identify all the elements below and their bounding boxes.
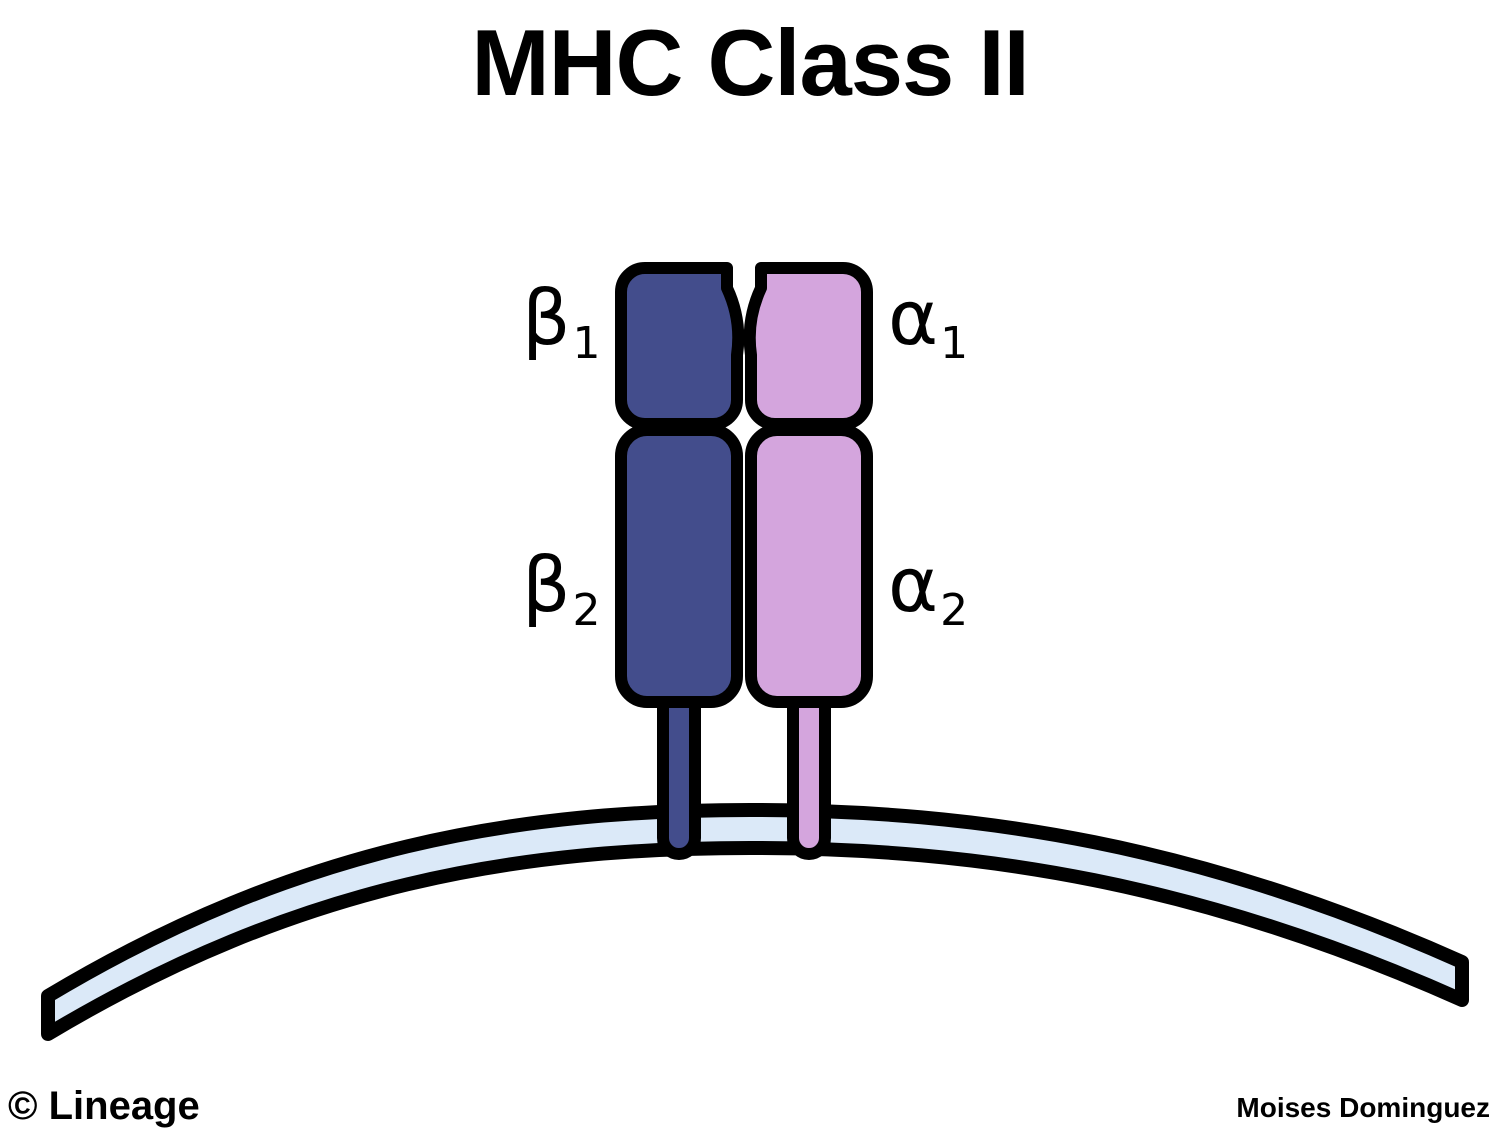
- illustrator-credit: Moises Dominguez: [1236, 1092, 1490, 1123]
- label-alpha1-subscript: 1: [940, 318, 969, 369]
- membrane-band: [41, 803, 1469, 1041]
- label-alpha2: α2: [888, 545, 969, 637]
- alpha-chain: [743, 262, 873, 860]
- label-alpha2-subscript: 2: [940, 585, 969, 636]
- label-beta2: β2: [522, 545, 601, 637]
- cell-membrane: [41, 803, 1469, 1041]
- label-beta1-symbol: β: [522, 273, 571, 362]
- alpha2-domain: [745, 424, 873, 708]
- label-beta2-subscript: 2: [572, 585, 601, 636]
- label-beta1-subscript: 1: [572, 318, 601, 369]
- beta2-domain: [615, 424, 743, 708]
- label-alpha1-symbol: α: [888, 273, 939, 362]
- alpha1-domain: [743, 262, 873, 430]
- beta-chain: [615, 262, 745, 860]
- copyright-notice: © Lineage: [8, 1084, 200, 1128]
- label-beta1: β1: [522, 278, 601, 370]
- beta1-domain: [615, 262, 745, 430]
- alpha-transmembrane-stem: [787, 684, 831, 860]
- label-beta2-symbol: β: [522, 540, 571, 629]
- label-alpha2-symbol: α: [888, 540, 939, 629]
- page-title: MHC Class II: [471, 10, 1029, 115]
- label-alpha1: α1: [888, 278, 969, 370]
- beta-transmembrane-stem: [657, 684, 701, 860]
